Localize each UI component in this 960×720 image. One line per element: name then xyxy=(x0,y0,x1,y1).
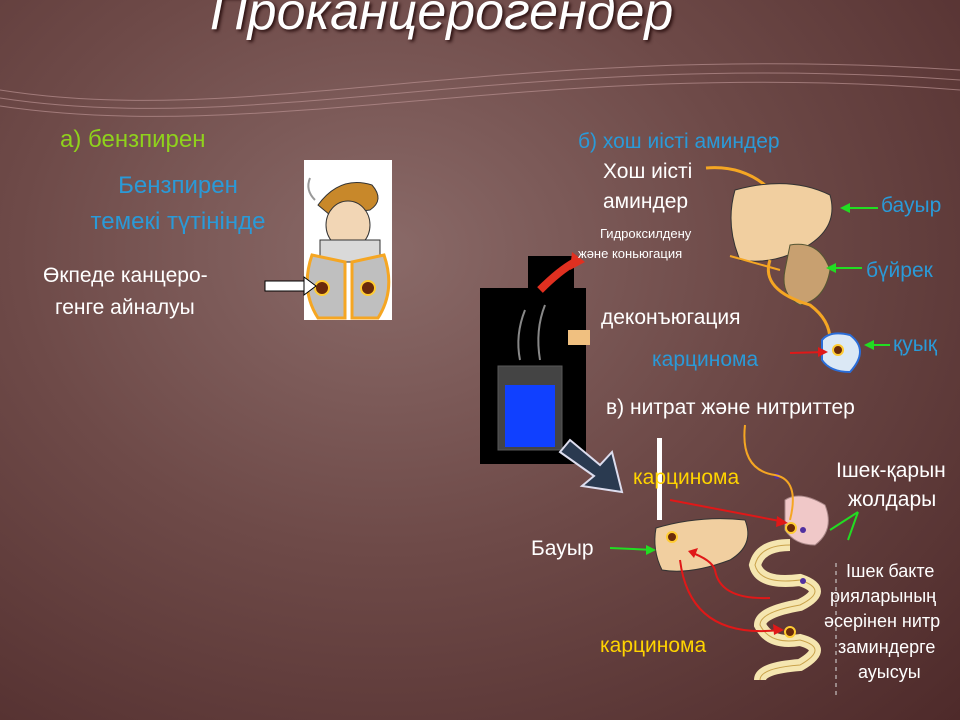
arrows-b xyxy=(729,203,890,357)
gi-tract-line2: жолдары xyxy=(848,488,937,511)
bacteria-line3: әсерінен нитр xyxy=(824,611,941,631)
beaker-illustration xyxy=(480,252,590,464)
hydroxylation-line1: Гидроксилдену xyxy=(600,226,692,241)
arrow-to-lung xyxy=(264,276,317,296)
bladder-label: қуық xyxy=(893,333,937,356)
lung-conversion-line1: Өкпеде канцеро- xyxy=(43,264,208,287)
organs-b xyxy=(705,166,861,374)
lung-conversion-line2: генге айналуы xyxy=(55,296,195,319)
carcinoma-label-c-bottom: карцинома xyxy=(600,634,707,657)
section-a-heading: а) бензпирен xyxy=(60,126,206,153)
kidney-label: бүйрек xyxy=(866,259,933,282)
organs-c xyxy=(654,438,829,682)
benzpyrene-label-line1: Бензпирен xyxy=(118,172,238,199)
big-arrow-to-gi xyxy=(558,438,624,494)
arrows-c xyxy=(609,424,859,695)
aromatic-amines-line2: аминдер xyxy=(603,190,689,213)
liver-label-c: Бауыр xyxy=(531,537,594,560)
slide-title: Проканцерогендер xyxy=(210,0,674,41)
carcinoma-label-c-top: карцинома xyxy=(633,466,740,489)
benzpyrene-label-line2: темекі түтінінде xyxy=(90,208,266,235)
gi-tract-line1: Ішек-қарын xyxy=(836,459,946,482)
carcinoma-label-b: карцинома xyxy=(652,348,759,371)
bacteria-line4: заминдерге xyxy=(838,637,936,657)
bacteria-line5: ауысуы xyxy=(858,662,921,682)
aromatic-amines-line1: Хош иісті xyxy=(603,160,693,183)
smoker-illustration xyxy=(304,160,392,320)
section-c-heading: в) нитрат және нитриттер xyxy=(606,396,855,419)
section-b-heading: б) хош иісті аминдер xyxy=(578,130,780,153)
liver-label-b: бауыр xyxy=(881,194,942,217)
hydroxylation-line2: және коньюгация xyxy=(578,246,683,261)
top-wave-decoration xyxy=(0,63,960,117)
bacteria-line2: рияларының xyxy=(830,586,937,606)
bacteria-line1: Ішек бакте xyxy=(846,561,935,581)
deconjugation-label: деконъюгация xyxy=(601,306,741,329)
